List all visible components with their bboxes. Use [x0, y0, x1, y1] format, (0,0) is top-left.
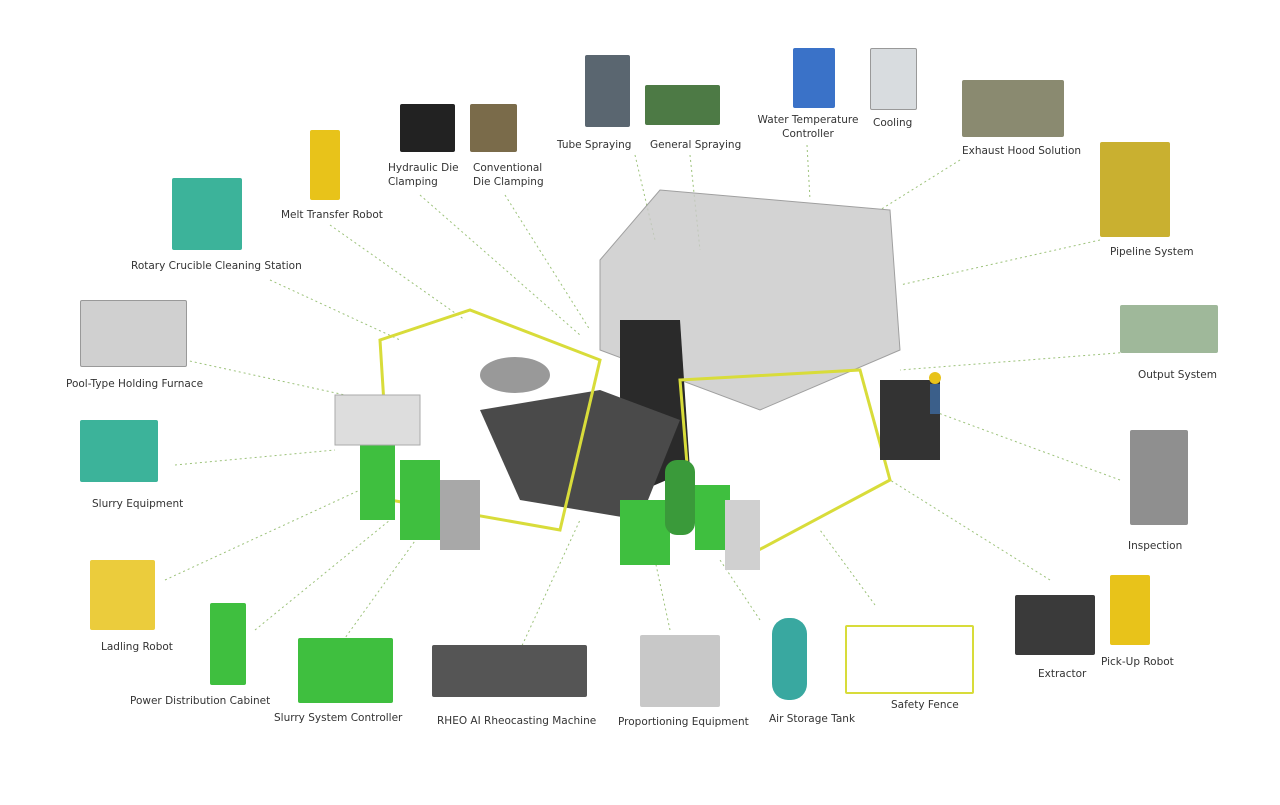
hydraulic-die-image [400, 104, 455, 152]
output-system-image [1120, 305, 1218, 353]
label-extractor: Extractor [1038, 668, 1087, 680]
label-pipeline: Pipeline System [1110, 246, 1194, 258]
air-tank-image [772, 618, 807, 700]
proportioning-image [640, 635, 720, 707]
label-line: Hydraulic Die [388, 162, 459, 174]
general-spraying-image [645, 85, 720, 125]
label-pickup-robot: Pick-Up Robot [1101, 656, 1174, 668]
ladling-robot-image [90, 560, 155, 630]
label-slurry-controller: Slurry System Controller [274, 712, 403, 724]
label-rotary-crucible: Rotary Crucible Cleaning Station [131, 260, 302, 272]
inspection-image [1130, 430, 1188, 525]
pickup-robot-image [1110, 575, 1150, 645]
holding-furnace-image [80, 300, 187, 367]
label-inspection: Inspection [1128, 540, 1183, 552]
slurry-controller-image [298, 638, 393, 703]
label-rheocasting: RHEO AI Rheocasting Machine [437, 715, 597, 727]
label-power-cabinet: Power Distribution Cabinet [130, 695, 271, 707]
water-temperature-image [793, 48, 835, 108]
label-line: Controller [782, 128, 834, 140]
rotary-crucible-image [172, 178, 242, 250]
label-safety-fence: Safety Fence [891, 699, 959, 711]
rheocasting-machine-image [432, 645, 587, 697]
label-line: Clamping [388, 176, 438, 188]
label-output-system: Output System [1138, 369, 1217, 381]
label-ladling-robot: Ladling Robot [101, 641, 173, 653]
safety-fence-image [845, 625, 974, 694]
leader-lines [164, 144, 1131, 651]
label-holding-furnace: Pool-Type Holding Furnace [66, 378, 204, 390]
cooling-image [870, 48, 917, 110]
label-proportioning: Proportioning Equipment [618, 716, 749, 728]
label-line: Conventional [473, 162, 543, 174]
label-tube-spraying: Tube Spraying [557, 139, 632, 151]
label-cooling: Cooling [873, 117, 913, 129]
exhaust-hood-image [962, 80, 1064, 137]
label-slurry-equipment: Slurry Equipment [92, 498, 184, 510]
melt-transfer-robot-image [310, 130, 340, 200]
central-production-cell [334, 189, 941, 570]
pipeline-image [1100, 142, 1170, 237]
label-air-tank: Air Storage Tank [769, 713, 856, 725]
tube-spraying-image [585, 55, 630, 127]
power-cabinet-image [210, 603, 246, 685]
label-line: Water Temperature [757, 114, 859, 126]
slurry-equipment-image [80, 420, 158, 482]
label-general-spraying: General Spraying [650, 139, 742, 151]
label-exhaust-hood: Exhaust Hood Solution [962, 145, 1082, 157]
extractor-image [1015, 595, 1095, 655]
label-melt-transfer-robot: Melt Transfer Robot [281, 209, 383, 221]
label-line: Die Clamping [473, 176, 544, 188]
conventional-die-image [470, 104, 517, 152]
